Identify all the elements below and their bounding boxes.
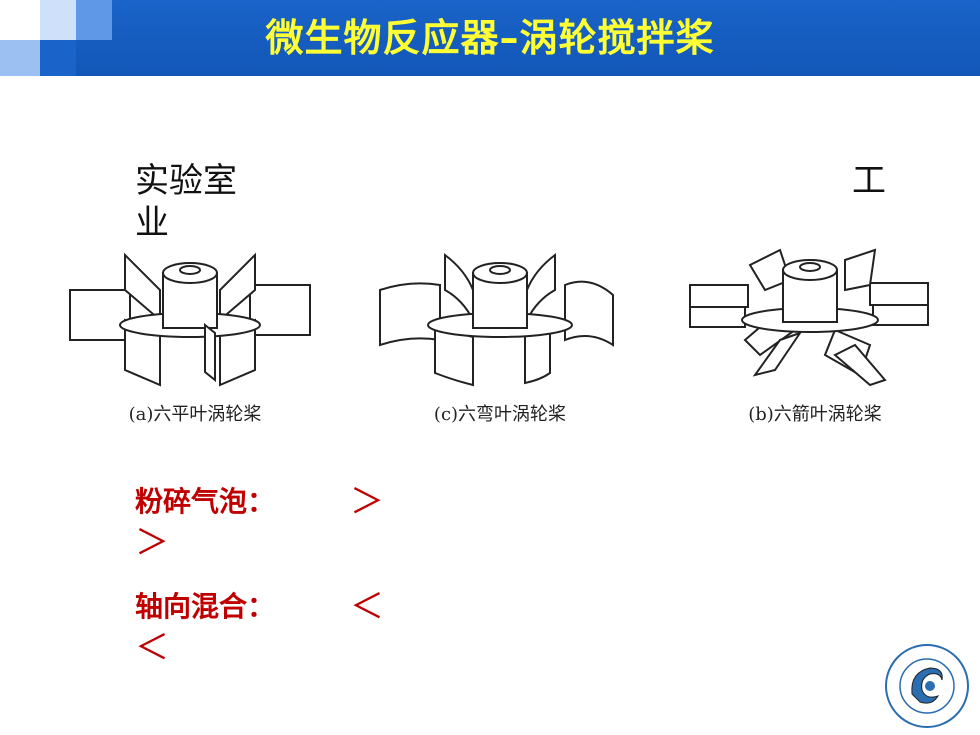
figure-caption: (a)六平叶涡轮桨 bbox=[128, 404, 262, 425]
label-lab-line2: 业 bbox=[135, 203, 169, 243]
label-lab-line1: 实验室 bbox=[135, 161, 237, 201]
page-title: 微生物反应器–涡轮搅拌桨 bbox=[265, 16, 715, 60]
flat-blade-turbine-figure bbox=[69, 252, 311, 387]
decor-square bbox=[76, 0, 112, 40]
label-industry: 工 bbox=[852, 161, 886, 201]
arrow-blade-turbine-figure bbox=[689, 248, 929, 387]
decor-square bbox=[0, 40, 40, 76]
decor-square bbox=[40, 0, 76, 40]
bubble-break-symbol-2: ＞ bbox=[135, 523, 169, 563]
decor-square bbox=[40, 40, 76, 76]
curved-blade-turbine-figure bbox=[379, 252, 614, 387]
decor-square bbox=[0, 0, 40, 40]
bubble-break-symbol-1: ＞ bbox=[350, 482, 384, 522]
bubble-break-label: 粉碎气泡： bbox=[135, 485, 276, 518]
axial-mix-label: 轴向混合： bbox=[135, 590, 276, 623]
university-seal-logo bbox=[885, 644, 969, 728]
axial-mix-symbol-2: ＜ bbox=[135, 628, 169, 668]
header-bar bbox=[0, 0, 980, 76]
figure-caption: (c)六弯叶涡轮桨 bbox=[433, 404, 567, 425]
axial-mix-symbol-1: ＜ bbox=[350, 587, 384, 627]
figure-caption: (b)六箭叶涡轮桨 bbox=[748, 404, 882, 425]
label-lab: 实验室 业 bbox=[135, 160, 237, 244]
